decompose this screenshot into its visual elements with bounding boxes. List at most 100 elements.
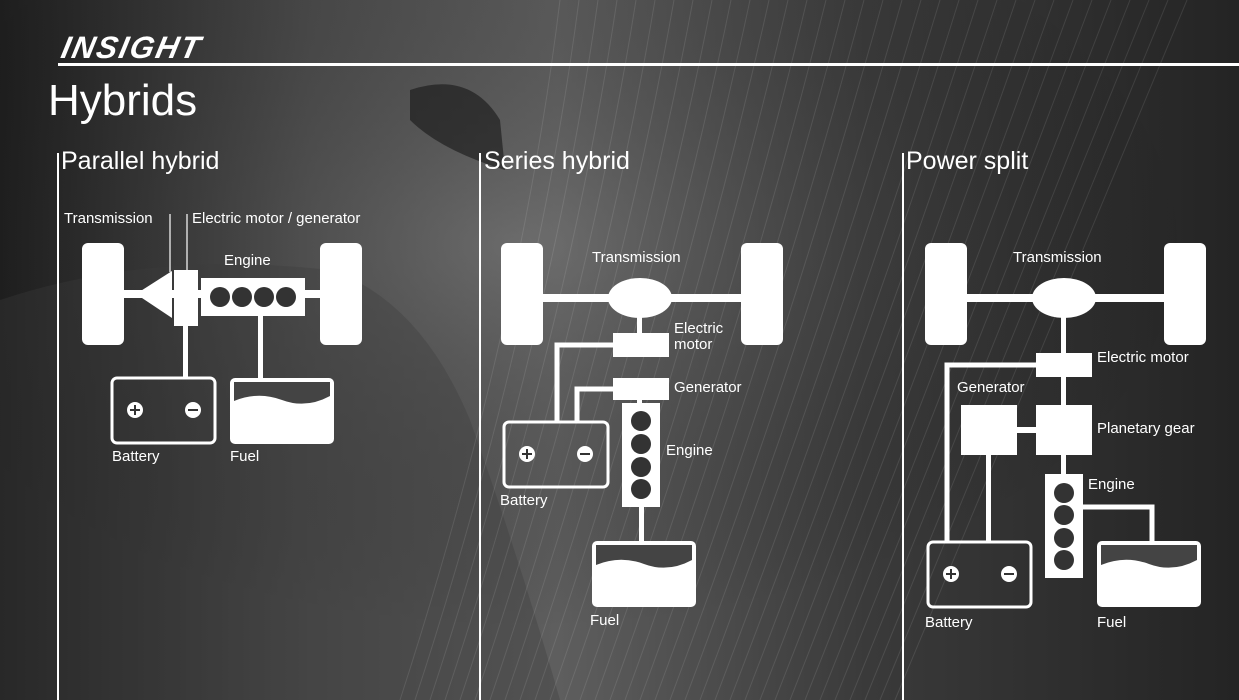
split-generator — [961, 405, 1017, 455]
parallel-section-title: Parallel hybrid — [61, 147, 220, 175]
series-engine-cylinder — [631, 411, 651, 431]
parallel-fuel-level — [234, 382, 330, 404]
power-split-diagram — [925, 243, 1206, 609]
parallel-fuel-line — [258, 316, 263, 378]
parallel-wheel-left — [82, 243, 124, 345]
series-generator-wire — [574, 386, 613, 422]
split-fuel-line — [1083, 504, 1155, 541]
background-line — [699, 0, 941, 700]
series-motor-wire — [554, 342, 613, 422]
parallel-engine-cylinder — [254, 287, 274, 307]
background-line — [459, 0, 637, 700]
plus-icon — [943, 566, 959, 582]
series-transmission — [608, 278, 672, 318]
series-motor-label-line2: motor — [674, 336, 713, 353]
parallel-section-rule — [57, 153, 59, 700]
split-engine-cylinder — [1054, 528, 1074, 548]
split-battery-label: Battery — [925, 614, 973, 631]
split-wheel-right — [1164, 243, 1206, 345]
minus-icon — [577, 446, 593, 462]
series-gen-shaft — [637, 400, 642, 404]
series-generator-label: Generator — [674, 379, 742, 396]
split-generator-wire — [986, 455, 991, 542]
parallel-engine-cylinder — [210, 287, 230, 307]
series-engine-label: Engine — [666, 442, 713, 459]
parallel-motor-generator — [174, 270, 198, 326]
split-engine-shaft — [1061, 455, 1066, 475]
background-line — [774, 0, 1036, 700]
background-line — [744, 0, 998, 700]
parallel-transmission — [136, 271, 172, 318]
series-motor-label-line1: Electric — [674, 320, 724, 337]
background-line — [474, 0, 656, 700]
split-battery — [926, 540, 1033, 609]
power-split-section-rule — [902, 153, 904, 700]
split-generator-label: Generator — [957, 379, 1025, 396]
series-shaft — [637, 316, 642, 334]
series-section-title: Series hybrid — [484, 147, 630, 175]
power-split-section-title: Power split — [906, 147, 1029, 175]
series-wheel-left — [501, 243, 543, 345]
series-battery — [502, 420, 610, 489]
background-line — [849, 0, 1131, 700]
parallel-wheel-right — [320, 243, 362, 345]
split-engine-cylinder — [1054, 550, 1074, 570]
split-shaft — [1061, 316, 1066, 354]
series-engine-cylinder — [631, 457, 651, 477]
split-motor-wire — [944, 362, 1036, 542]
series-battery-label: Battery — [500, 492, 548, 509]
series-section-rule — [479, 153, 481, 700]
background-line — [729, 0, 979, 700]
page-title: Hybrids — [48, 76, 198, 125]
split-fuel-label: Fuel — [1097, 614, 1127, 631]
parallel-diagram — [82, 214, 362, 445]
minus-icon — [185, 402, 201, 418]
series-transmission-label: Transmission — [592, 249, 681, 266]
split-wheel-left — [925, 243, 967, 345]
split-engine-cylinder — [1054, 483, 1074, 503]
split-electric-motor — [1036, 353, 1092, 377]
split-transmission — [1032, 278, 1096, 318]
parallel-fuel-label: Fuel — [230, 448, 260, 465]
split-motor-shaft — [1061, 377, 1066, 405]
background-line — [444, 0, 618, 700]
parallel-battery — [110, 376, 217, 445]
series-engine-cylinder — [631, 479, 651, 499]
background-line — [864, 0, 1150, 700]
background-line — [684, 0, 922, 700]
background-line — [399, 0, 561, 700]
minus-icon — [1001, 566, 1017, 582]
parallel-transmission-label: Transmission — [64, 210, 153, 227]
series-fuel-label: Fuel — [590, 612, 620, 629]
split-engine-label: Engine — [1088, 476, 1135, 493]
background-line — [489, 0, 675, 700]
split-planetary-gear — [1036, 405, 1092, 455]
parallel-engine-cylinder — [232, 287, 252, 307]
split-transmission-label: Transmission — [1013, 249, 1102, 266]
series-fuel-line — [639, 507, 644, 541]
split-gen-link — [1017, 427, 1036, 433]
parallel-engine-cylinder — [276, 287, 296, 307]
parallel-battery-label: Battery — [112, 448, 160, 465]
split-motor-label: Electric motor — [1097, 349, 1189, 366]
parallel-battery-wire — [183, 326, 188, 378]
series-engine-cylinder — [631, 434, 651, 454]
background-line — [879, 0, 1169, 700]
plus-icon — [127, 402, 143, 418]
background-line — [669, 0, 903, 700]
series-fuel-level — [596, 545, 692, 568]
series-wheel-right — [741, 243, 783, 345]
split-planetary-label: Planetary gear — [1097, 420, 1195, 437]
parallel-engine-label: Engine — [224, 252, 271, 269]
parallel-motor-generator-label: Electric motor / generator — [192, 210, 361, 227]
plus-icon — [519, 446, 535, 462]
header-rule — [58, 63, 1239, 66]
series-electric-motor — [613, 333, 669, 357]
split-fuel-level — [1101, 545, 1197, 568]
split-engine-cylinder — [1054, 505, 1074, 525]
series-diagram — [501, 243, 783, 607]
background-line — [759, 0, 1017, 700]
background-line — [834, 0, 1112, 700]
